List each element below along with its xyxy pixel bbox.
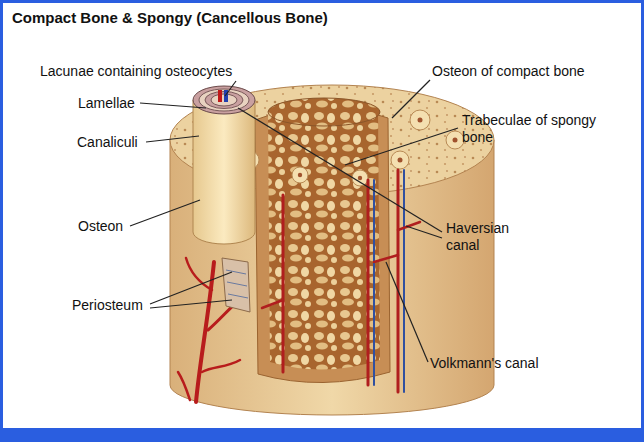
osteon-top <box>193 86 255 114</box>
part-label: Periosteum <box>72 297 143 314</box>
part-label: Lacunae containing osteocytes <box>40 63 232 80</box>
periosteum-flap <box>222 258 250 312</box>
periosteum-lines <box>226 270 248 298</box>
frame-right <box>641 0 644 442</box>
part-label: Haversian canal <box>446 220 536 254</box>
part-label: Volkmann's canal <box>430 355 539 372</box>
part-label: Trabeculae of spongy bone <box>462 112 612 146</box>
osteon-rings <box>241 110 464 186</box>
diagram-title: Compact Bone & Spongy (Cancellous Bone) <box>12 9 328 26</box>
spongy-top <box>268 98 380 126</box>
leader-lines <box>130 80 458 362</box>
osteon-cylinder <box>193 100 255 244</box>
spongy-bone <box>268 101 380 369</box>
part-label: Osteon <box>78 218 123 235</box>
part-label: Osteon of compact bone <box>432 63 585 80</box>
part-label: Lamellae <box>78 95 135 112</box>
frame-left <box>0 0 3 442</box>
part-label: Canaliculi <box>77 134 138 151</box>
frame-bottom-band <box>0 428 644 442</box>
frame-top <box>0 0 644 3</box>
